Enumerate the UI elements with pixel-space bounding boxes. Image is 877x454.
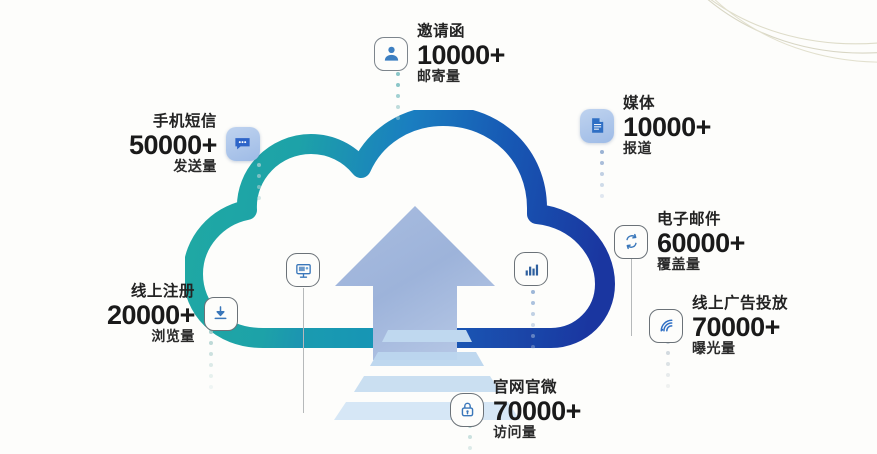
stat-official-site-text: 官网官微 70000+ 访问量 xyxy=(493,379,581,441)
lock-security-icon xyxy=(450,392,484,427)
stat-email-caption: 覆盖量 xyxy=(657,256,701,273)
stat-online-ads-title: 线上广告投放 xyxy=(692,295,789,312)
stat-invitation-title: 邀请函 xyxy=(417,23,466,40)
stat-registration-caption: 浏览量 xyxy=(151,328,195,345)
stat-email-title: 电子邮件 xyxy=(657,211,722,228)
stat-media-title: 媒体 xyxy=(623,95,656,112)
stat-official-site[interactable]: 官网官微 70000+ 访问量 xyxy=(450,379,581,441)
stat-media-text: 媒体 10000+ 报道 xyxy=(623,95,711,157)
stat-invitation-caption: 邮寄量 xyxy=(417,68,461,85)
chat-message-icon xyxy=(225,126,260,161)
stat-invitation-text: 邀请函 10000+ 邮寄量 xyxy=(417,23,505,85)
growth-arrow xyxy=(335,206,495,360)
stat-email[interactable]: 电子邮件 60000+ 覆盖量 xyxy=(614,211,745,273)
user-person-icon xyxy=(374,36,408,71)
stat-registration-text: 线上注册 20000+ 浏览量 xyxy=(107,283,195,345)
stat-online-ads-caption: 曝光量 xyxy=(692,340,736,357)
sync-refresh-icon xyxy=(614,224,648,259)
stat-email-value: 60000+ xyxy=(657,228,745,259)
stat-registration-title: 线上注册 xyxy=(130,283,195,300)
stat-sms-title: 手机短信 xyxy=(152,113,217,130)
stat-invitation-value: 10000+ xyxy=(417,40,505,71)
cloud-icon-bar-chart[interactable] xyxy=(514,252,548,286)
stat-online-ads[interactable]: 线上广告投放 70000+ 曝光量 xyxy=(649,295,789,357)
stat-sms-value: 50000+ xyxy=(129,130,217,161)
cloud-icon-monitor[interactable] xyxy=(286,253,320,287)
signal-broadcast-icon xyxy=(649,308,683,343)
stat-media-caption: 报道 xyxy=(623,140,652,157)
stat-email-text: 电子邮件 60000+ 覆盖量 xyxy=(657,211,745,273)
stat-official-site-caption: 访问量 xyxy=(493,424,537,441)
stat-registration[interactable]: 线上注册 20000+ 浏览量 xyxy=(107,283,238,345)
stat-official-site-value: 70000+ xyxy=(493,396,581,427)
document-file-icon xyxy=(580,108,614,143)
stat-registration-value: 20000+ xyxy=(107,300,195,331)
stat-sms-caption: 发送量 xyxy=(173,158,217,175)
stat-media[interactable]: 媒体 10000+ 报道 xyxy=(580,95,711,157)
stat-online-ads-value: 70000+ xyxy=(692,312,780,343)
stat-media-value: 10000+ xyxy=(623,112,711,143)
stat-online-ads-text: 线上广告投放 70000+ 曝光量 xyxy=(692,295,789,357)
stat-sms-text: 手机短信 50000+ 发送量 xyxy=(129,113,217,175)
stat-official-site-title: 官网官微 xyxy=(493,379,558,396)
download-icon xyxy=(203,296,238,331)
stat-invitation[interactable]: 邀请函 10000+ 邮寄量 xyxy=(374,23,505,85)
decorative-corner-curves xyxy=(707,0,877,63)
stat-sms[interactable]: 手机短信 50000+ 发送量 xyxy=(129,113,260,175)
